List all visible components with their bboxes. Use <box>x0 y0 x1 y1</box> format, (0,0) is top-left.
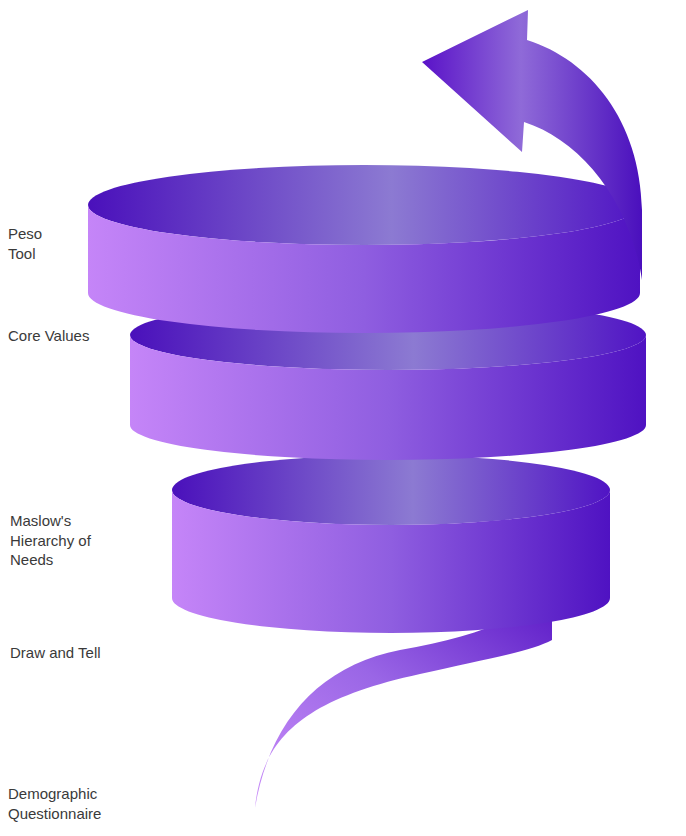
ribbon-arrow <box>422 10 642 280</box>
ribbon-band <box>172 490 610 633</box>
ribbon-band <box>130 335 646 460</box>
side-label: Peso Tool <box>8 224 50 263</box>
ribbon-inner <box>172 455 610 525</box>
side-label: Core Values <box>8 326 118 346</box>
ribbon-inner <box>88 165 640 245</box>
side-label: Demographic Questionnaire <box>8 784 112 823</box>
ribbon-band <box>88 205 640 333</box>
side-label: Draw and Tell <box>10 643 160 663</box>
side-label: Maslow's Hierarchy of Needs <box>10 511 102 570</box>
